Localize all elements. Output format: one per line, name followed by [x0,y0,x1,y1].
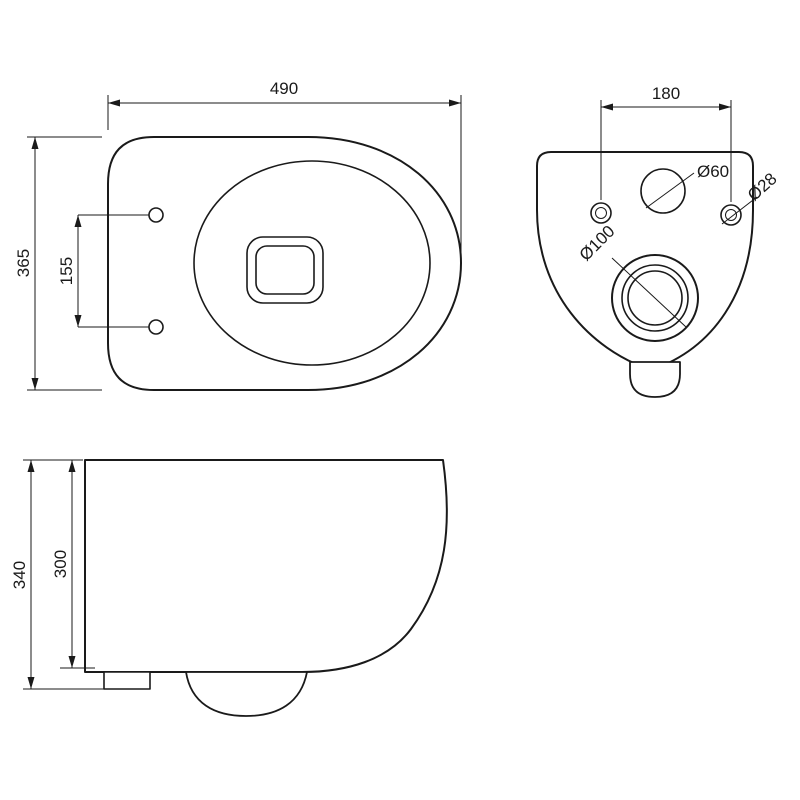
seat-fixing-hole-bottom [148,319,164,335]
fixing-hole-right-inner [725,209,737,221]
fixing-hole-left-outer [590,202,612,224]
leader-line-inlet [645,172,695,209]
side-view [84,459,448,717]
leader-line-fixing-hole [721,196,758,225]
drain-hole-inner [627,270,683,326]
bowl-rim-ellipse [193,160,431,366]
seat-fixing-hole-top [148,207,164,223]
fixing-hole-right-outer [720,204,742,226]
flush-opening-outer [246,236,324,304]
toilet-body-outline-back [536,151,754,371]
dim-depth-label: 365 [14,249,33,277]
fixing-hole-left-inner [595,207,607,219]
drain-hole-mid [621,264,689,332]
toilet-body-outline-top [107,136,462,391]
top-view-dimensions: 490 365 155 [14,79,462,391]
back-view [536,151,754,398]
dim-inner-height-label: 300 [51,550,70,578]
leader-line-drain [611,257,687,328]
dim-fixing-diameter-label: Ø28 [744,169,781,205]
drain-hole-outer [611,254,699,342]
dim-width-label: 490 [270,79,298,98]
dim-inlet-diameter-label: Ø60 [697,162,729,181]
toilet-body-outline-side [84,459,448,673]
water-inlet-hole [640,168,686,214]
side-view-dimensions: 340 300 [10,459,104,690]
drain-outlet-bump [629,361,681,398]
dim-hole-spacing-label: 155 [57,257,76,285]
top-view [78,136,462,391]
dim-outer-height-label: 340 [10,561,29,589]
dim-fixing-spacing-label: 180 [652,84,680,103]
trap-bulge [185,671,308,717]
mounting-block [103,671,151,690]
flush-opening-inner [255,245,315,295]
